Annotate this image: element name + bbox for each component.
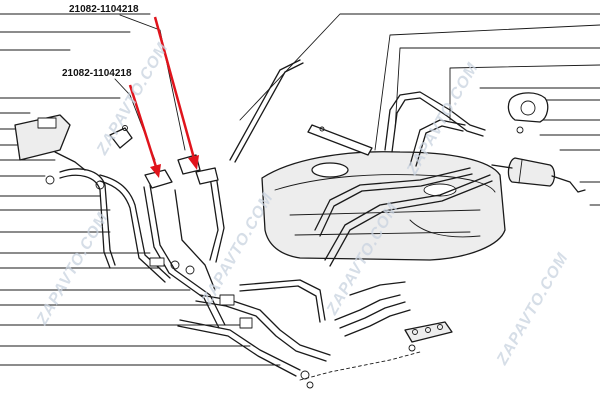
tank-pump-flange [423,183,457,197]
top-leader-lines [239,13,600,151]
fitting [170,260,180,270]
rail-outlet [54,151,86,171]
hole [425,327,431,333]
fuel-line-h [239,279,326,321]
supply-line [314,167,471,231]
tank-body [261,151,506,261]
filter-outlet-line [551,175,586,193]
filler-vent-line-outline [391,97,484,153]
arrow-shaft-1 [153,16,197,163]
fuel-line-f-outline [195,300,327,362]
engine-fuel-rail [14,114,133,190]
callout-leader [119,14,186,151]
fitting [45,175,55,185]
mounting-bracket [109,127,133,149]
arrow-head-2 [150,164,161,178]
filler-vent-line [384,91,486,151]
fuel-line-h-outline [239,285,321,323]
riser-line-outline [415,125,464,167]
tank-seam [274,174,496,193]
vent-line-outline [234,62,304,163]
part-number-callout: 21082-1104218 [62,68,132,79]
fuel-line-a [59,168,116,266]
filter-inlet-line [491,164,513,169]
arrow-head-1 [188,155,199,170]
tank-rib [294,231,471,236]
fuel-line-g-outline [177,325,297,377]
fuel-filter [507,157,556,187]
leader-line [374,24,600,151]
return-line [324,174,491,261]
rear-line-a [334,294,401,321]
left-leader-lines [0,13,281,366]
fuel-line-d [174,189,216,291]
tank-rib [409,219,481,238]
pressure-regulator [37,117,57,129]
fuel-line-c-outline [143,186,220,329]
connector [149,257,165,267]
fuel-tank [261,151,506,261]
fuel-line-a-outline [59,174,111,269]
clamp-ring [520,100,536,116]
rear-line-c [344,309,411,337]
fuel-line-e [208,169,219,261]
fuel-lines [59,59,493,377]
clamp-nut [516,126,524,134]
fuel-line-b [99,174,171,279]
red-callout-arrows [128,16,199,178]
dashed-guide [299,351,421,381]
line-clip [219,294,235,306]
rear-line-b [339,301,406,329]
arrow-shaft-2 [128,84,159,171]
leader-line [449,64,600,121]
nut [306,381,314,389]
strap-bracket [307,124,373,156]
vent-line [229,59,301,161]
hole [412,329,418,335]
washer [300,370,310,380]
tank-filler-neck [311,162,349,178]
leader-line [239,13,600,121]
fitting [185,265,195,275]
rear-line-d [349,281,406,296]
bolt [122,125,128,131]
line-holder-block [404,321,453,343]
riser-line [409,119,466,166]
fuel-line-b-outline [99,180,166,283]
part-number-callout: 21082-1104218 [69,4,139,15]
hose-fitting-3 [195,167,219,185]
filter-band [518,159,523,184]
fuel-line-g [179,319,301,371]
fuel-line-c [149,184,226,326]
filter-clamp [507,92,549,123]
tank-rib [289,209,481,216]
small-hardware [219,294,453,389]
fitting [95,180,105,190]
leader-line [394,47,600,131]
fuel-line-e-outline [214,167,225,263]
fuel-filter-assembly [491,92,586,193]
line-clip [239,317,253,329]
supply-line-outline [319,173,473,237]
bolt [319,126,325,132]
hole [437,324,443,330]
nut [408,344,416,352]
return-line-outline [329,180,493,267]
tank-strap [307,124,373,156]
